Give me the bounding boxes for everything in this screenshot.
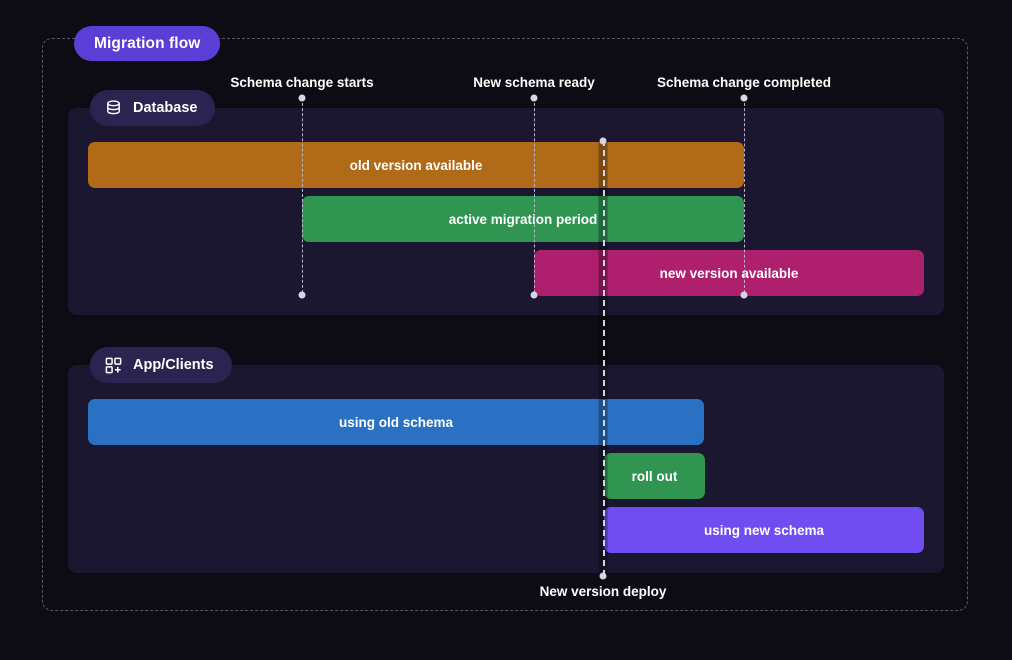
lane-pill-app-clients: App/Clients (90, 347, 232, 383)
deploy-line-new-version-deploy (603, 140, 605, 576)
diagram-outer-frame (42, 38, 968, 611)
lane-label-database: Database (133, 100, 198, 116)
milestone-label-schema-change-starts: Schema change starts (230, 75, 374, 90)
milestone-line-schema-change-completed (744, 98, 745, 298)
apps-plus-icon (104, 356, 123, 375)
milestone-label-schema-change-completed: Schema change completed (656, 75, 832, 90)
lane-pill-database: Database (90, 90, 216, 126)
bar-using-old-schema[interactable]: using old schema (88, 399, 704, 445)
lane-label-app-clients: App/Clients (133, 357, 214, 373)
bar-label-using-new-schema: using new schema (703, 522, 825, 538)
bar-label-old-version-available: old version available (349, 157, 483, 173)
deploy-label-new-version-deploy: New version deploy (539, 584, 667, 599)
milestone-dot-new-schema-ready-top (530, 94, 538, 102)
milestone-label-new-schema-ready: New schema ready (473, 75, 595, 90)
bar-label-using-old-schema: using old schema (338, 414, 454, 430)
deploy-dot-bottom (599, 572, 607, 580)
bar-old-version-available[interactable]: old version available (88, 142, 744, 188)
milestone-dot-schema-change-completed-top (740, 94, 748, 102)
milestone-dot-schema-change-starts-bottom (298, 291, 306, 299)
bar-label-roll-out: roll out (631, 468, 678, 484)
bar-new-version-available[interactable]: new version available (534, 250, 924, 296)
bar-label-active-migration-period: active migration period (448, 211, 598, 227)
milestone-line-new-schema-ready (534, 98, 535, 298)
milestone-dot-schema-change-starts-top (298, 94, 306, 102)
milestone-dot-new-schema-ready-bottom (530, 291, 538, 299)
deploy-dot-top (599, 137, 607, 145)
bar-using-new-schema[interactable]: using new schema (604, 507, 924, 553)
migration-flow-label: Migration flow (94, 34, 201, 52)
milestone-dot-schema-change-completed-bottom (740, 291, 748, 299)
bar-roll-out[interactable]: roll out (604, 453, 705, 499)
database-icon (104, 99, 123, 118)
bar-label-new-version-available: new version available (659, 265, 799, 281)
bar-active-migration-period[interactable]: active migration period (302, 196, 744, 242)
migration-flow-badge: Migration flow (74, 26, 221, 61)
milestone-line-schema-change-starts (302, 98, 303, 298)
